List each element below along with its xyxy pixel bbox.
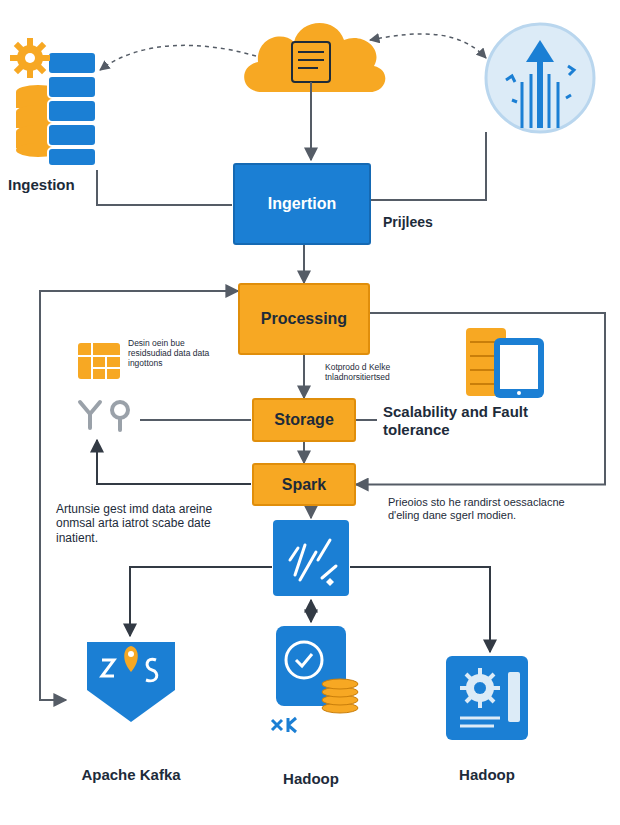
connector-line: [310, 600, 312, 622]
device-icon: [466, 328, 544, 398]
connector-line: [140, 419, 251, 421]
map-icon: [78, 343, 120, 379]
dashed-link: [100, 45, 256, 70]
flow-arrow: [303, 245, 305, 283]
kafka-icon: [87, 642, 175, 722]
annotation-text: Desin oein bue residsudiad data data ing…: [128, 338, 228, 369]
connector-line: [97, 440, 251, 484]
node-text: Spark: [282, 476, 326, 494]
connector-line: [97, 170, 232, 205]
tool-node: Hadoop: [432, 654, 542, 785]
flow-arrow: [356, 313, 605, 485]
process-box: Storage: [252, 398, 356, 442]
upload-circle-icon: [486, 24, 594, 132]
annotation-text: Scalability and Fault tolerance: [383, 403, 533, 439]
flow-arrow: [303, 442, 305, 463]
tool-node: Apache Kafka: [66, 640, 196, 785]
dashed-link: [370, 34, 486, 58]
connector-line: [356, 419, 377, 421]
annotation-text: Prijlees: [383, 214, 473, 231]
hadoop-icon: [272, 626, 358, 732]
spark-icon: [273, 520, 349, 596]
tool-node: Hadoop: [256, 624, 366, 789]
hadoop-icon: [446, 656, 528, 740]
annotation-text: Kotprodo d Kelke tnladnorsitiertsed: [325, 362, 435, 382]
flow-arrow: [40, 291, 238, 700]
node-text: Apache Kafka: [81, 766, 180, 785]
connector-line: [130, 567, 272, 636]
node-text: Processing: [261, 310, 347, 328]
connector-line: [310, 506, 312, 518]
annotation-text: Ingestion: [8, 176, 108, 194]
node-text: Storage: [274, 411, 334, 429]
process-box: Processing: [238, 283, 370, 355]
connector-line: [310, 100, 312, 160]
annotation-text: Artunsie gest imd data areine onmsal art…: [56, 502, 251, 545]
node-text: Hadoop: [459, 766, 515, 785]
flow-arrow: [303, 355, 305, 398]
process-box: Ingertion: [233, 163, 371, 245]
process-box: Spark: [252, 463, 356, 506]
search-pin-icon: [80, 402, 128, 430]
node-text: Ingertion: [268, 195, 336, 213]
connector-line: [350, 567, 490, 652]
annotation-text: Prieoios sto he randirst oessaclacne d'e…: [388, 496, 588, 522]
database-icon: [10, 38, 96, 166]
node-text: Hadoop: [283, 770, 339, 789]
connector-line: [371, 132, 486, 200]
cloud-icon: [244, 23, 385, 100]
